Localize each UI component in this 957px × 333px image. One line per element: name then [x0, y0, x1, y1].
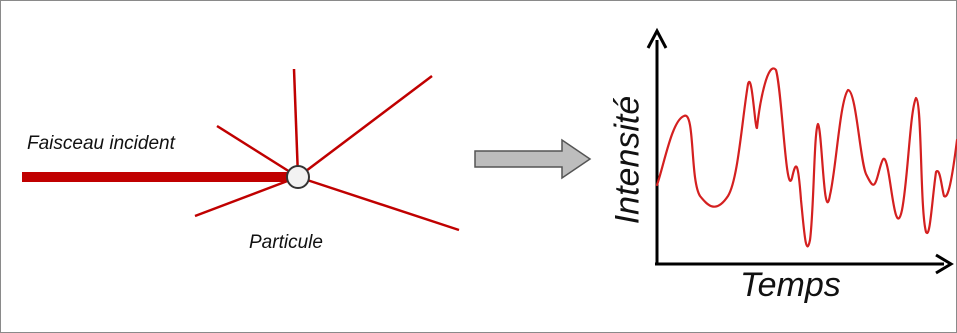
scattered-ray-upper-right	[297, 75, 433, 178]
y-axis-arrowhead	[646, 27, 668, 49]
intensity-trace	[655, 67, 957, 248]
scattered-ray-lower-right	[297, 175, 460, 232]
x-axis-arrowhead	[935, 253, 954, 275]
incident-beam-label: Faisceau incident	[27, 133, 175, 154]
scattered-ray-upper-left	[216, 124, 299, 179]
particle-label: Particule	[249, 232, 323, 253]
y-axis-label: Intensité	[608, 95, 647, 225]
scattered-rays	[194, 68, 460, 232]
scattered-ray-up	[292, 68, 300, 178]
incident-beam	[22, 172, 296, 182]
particle-circle	[286, 165, 310, 189]
x-axis-label: Temps	[740, 266, 841, 304]
scattered-ray-lower-left	[194, 175, 299, 218]
plot-axes	[646, 27, 954, 275]
block-arrow	[474, 138, 592, 180]
